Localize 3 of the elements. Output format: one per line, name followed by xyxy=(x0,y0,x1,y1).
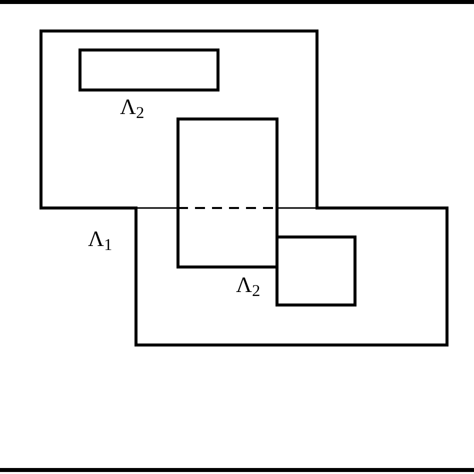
region-label: Λ$_{2}$ xyxy=(236,274,260,296)
region-label: Λ$_{2}$ xyxy=(120,96,144,118)
region-label: Λ$_{1}$ xyxy=(88,228,112,250)
